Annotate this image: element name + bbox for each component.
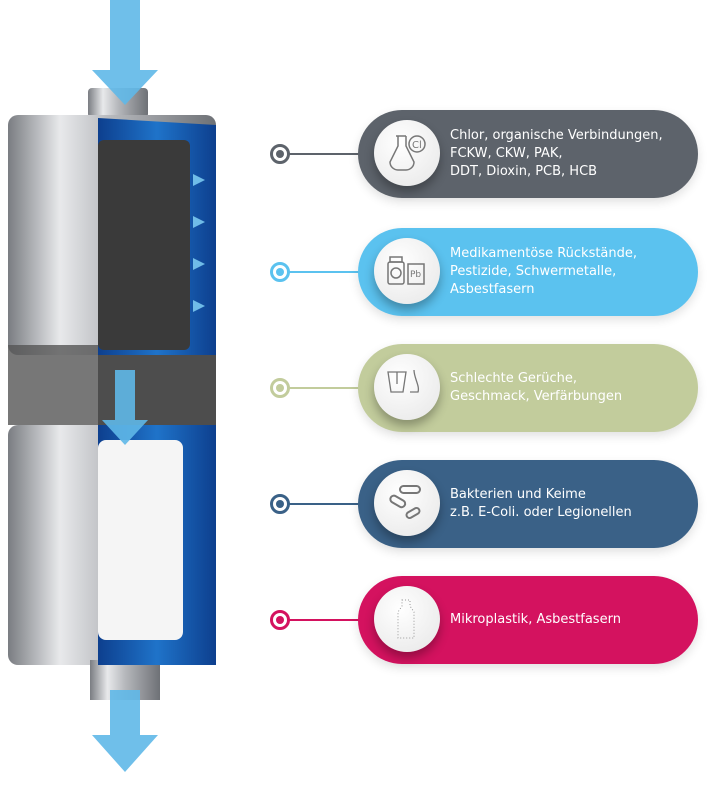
svg-text:Pb: Pb — [410, 270, 421, 280]
connector-line — [288, 619, 364, 621]
text-line: Schlechte Gerüche, — [450, 371, 578, 386]
text-line: Chlor, organische Verbindungen, — [450, 128, 663, 143]
text-line: Geschmack, Verfärbungen — [450, 389, 623, 404]
bacteria-icon — [374, 470, 440, 536]
tongue-nose-icon — [374, 354, 440, 420]
marker-dot — [270, 378, 290, 398]
filter-cartridge-cutaway — [8, 0, 216, 772]
connector-line — [288, 503, 364, 505]
contaminant-item: Mikroplastik, Asbestfasern — [266, 576, 706, 664]
contaminant-item: Bakterien und Keime z.B. E-Coli. oder Leg… — [266, 460, 706, 548]
marker-dot — [270, 262, 290, 282]
marker-dot — [270, 494, 290, 514]
water-flow-arrows — [92, 0, 205, 772]
text-line: Mikroplastik, Asbestfasern — [450, 612, 621, 627]
contaminant-text: Chlor, organische Verbindungen, FCKW, CKW… — [450, 110, 700, 198]
microplastic-bottle-icon — [374, 586, 440, 652]
text-line: DDT, Dioxin, PCB, HCB — [450, 164, 598, 179]
contaminant-text: Medikamentöse Rückstände, Pestizide, Schw… — [450, 228, 700, 316]
contaminant-text: Mikroplastik, Asbestfasern — [450, 576, 700, 664]
contaminant-item: Schlechte Gerüche, Geschmack, Verfärbunge… — [266, 344, 706, 432]
text-line: Medikamentöse Rückstände, — [450, 246, 638, 261]
medicine-lead-icon: Pb — [374, 238, 440, 304]
text-line: z.B. E-Coli. oder Legionellen — [450, 505, 632, 520]
connector-line — [288, 153, 364, 155]
contaminant-text: Bakterien und Keime z.B. E-Coli. oder Leg… — [450, 460, 700, 548]
filter-body — [8, 88, 216, 700]
text-line: FCKW, CKW, PAK, — [450, 146, 563, 161]
marker-dot — [270, 144, 290, 164]
connector-line — [288, 387, 364, 389]
contaminant-item: Pb Medikamentöse Rückstände, Pestizide, S… — [266, 228, 706, 316]
marker-dot — [270, 610, 290, 630]
text-line: Bakterien und Keime — [450, 487, 586, 502]
svg-text:Cl: Cl — [412, 140, 422, 151]
flask-chlorine-icon: Cl — [374, 120, 440, 186]
connector-line — [288, 271, 364, 273]
contaminant-item: Cl Chlor, organische Verbindungen, FCKW, … — [266, 110, 706, 198]
text-line: Pestizide, Schwermetalle, — [450, 264, 617, 279]
contaminant-text: Schlechte Gerüche, Geschmack, Verfärbunge… — [450, 344, 700, 432]
text-line: Asbestfasern — [450, 282, 535, 297]
